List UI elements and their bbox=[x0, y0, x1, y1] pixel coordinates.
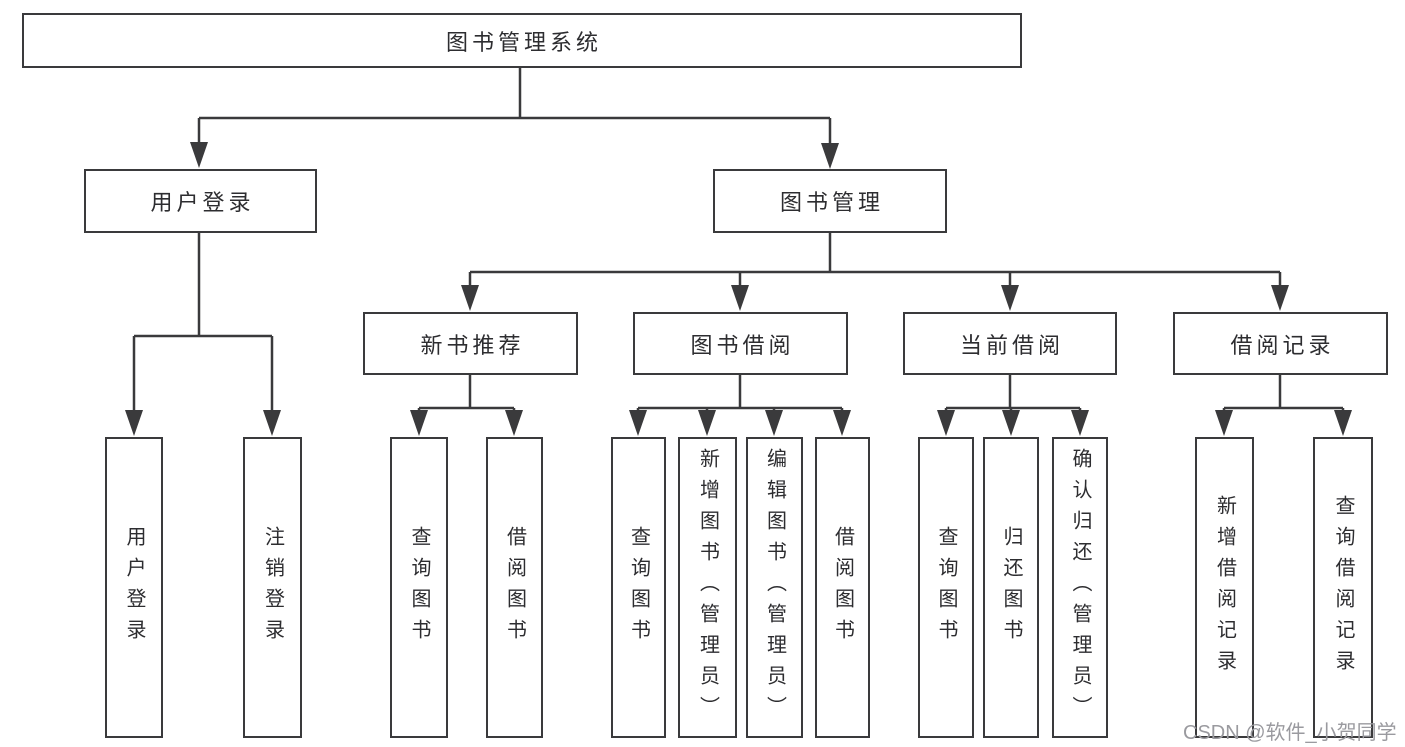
node-book-mgmt-label: 图书管理 bbox=[779, 190, 884, 215]
edge-bookborrow-to-leaves bbox=[636, 375, 844, 412]
node-book-borrow-label: 图书借阅 bbox=[690, 332, 795, 358]
node-user-login: 用户登录 bbox=[84, 169, 317, 233]
node-leaf-logout: 注销登录 bbox=[243, 437, 302, 738]
node-leaf-query-book-borrow: 查询图书 bbox=[611, 437, 666, 738]
edge-newbookrec-to-leaves bbox=[417, 375, 516, 412]
node-label: 注销登录 bbox=[261, 525, 284, 650]
arrowhead-icon bbox=[1001, 285, 1019, 311]
node-current-borrow: 当前借阅 bbox=[903, 312, 1117, 375]
node-new-book-rec: 新书推荐 bbox=[363, 312, 578, 375]
node-label: 确认归还（管理员） bbox=[1069, 448, 1091, 727]
node-borrow-records-label: 借阅记录 bbox=[1230, 332, 1335, 358]
arrowhead-icon bbox=[461, 285, 479, 311]
node-current-borrow-label: 当前借阅 bbox=[959, 332, 1064, 358]
node-label: 借阅图书 bbox=[831, 525, 854, 650]
arrowhead-icon bbox=[1215, 410, 1233, 436]
arrowhead-icon bbox=[410, 410, 428, 436]
node-label: 编辑图书（管理员） bbox=[763, 448, 786, 727]
node-root: 图书管理系统 bbox=[22, 13, 1022, 68]
arrowhead-icon bbox=[190, 142, 208, 168]
node-leaf-query-borrow-record: 查询借阅记录 bbox=[1313, 437, 1373, 738]
arrowhead-icon bbox=[1271, 285, 1289, 311]
node-borrow-records: 借阅记录 bbox=[1173, 312, 1388, 375]
edge-borrowrecords-to-leaves bbox=[1222, 375, 1345, 412]
edge-currentborrow-to-leaves bbox=[944, 375, 1082, 412]
node-leaf-add-book-admin: 新增图书（管理员） bbox=[678, 437, 737, 738]
node-leaf-confirm-return-admin: 确认归还（管理员） bbox=[1052, 437, 1108, 738]
arrowhead-icon bbox=[1334, 410, 1352, 436]
node-label: 查询图书 bbox=[935, 525, 957, 650]
arrowhead-icon bbox=[125, 410, 143, 436]
arrowhead-icon bbox=[937, 410, 955, 436]
arrowhead-icon bbox=[1002, 410, 1020, 436]
edge-bookmgmt-to-level2 bbox=[468, 233, 1282, 287]
node-leaf-borrow-book-newrec: 借阅图书 bbox=[486, 437, 543, 738]
node-new-book-rec-label: 新书推荐 bbox=[420, 332, 525, 358]
node-leaf-add-borrow-record: 新增借阅记录 bbox=[1195, 437, 1254, 738]
node-leaf-query-book-newrec: 查询图书 bbox=[390, 437, 448, 738]
arrowhead-icon bbox=[833, 410, 851, 436]
node-label: 借阅图书 bbox=[503, 525, 526, 650]
edge-root-to-level1 bbox=[197, 68, 832, 144]
arrowhead-icon bbox=[629, 410, 647, 436]
arrowhead-icon bbox=[263, 410, 281, 436]
watermark: CSDN @软件_小贺同学 bbox=[1183, 722, 1397, 744]
arrowhead-icon bbox=[731, 285, 749, 311]
edge-userlogin-to-leaves bbox=[132, 233, 274, 412]
node-leaf-return-book: 归还图书 bbox=[983, 437, 1039, 738]
node-book-borrow: 图书借阅 bbox=[633, 312, 848, 375]
node-leaf-edit-book-admin: 编辑图书（管理员） bbox=[746, 437, 803, 738]
node-label: 归还图书 bbox=[1000, 525, 1022, 650]
node-label: 新增借阅记录 bbox=[1213, 494, 1236, 681]
node-book-mgmt: 图书管理 bbox=[713, 169, 947, 233]
node-label: 新增图书（管理员） bbox=[696, 448, 719, 727]
node-label: 查询图书 bbox=[627, 525, 650, 650]
arrowhead-icon bbox=[765, 410, 783, 436]
node-leaf-borrow-book-borrow: 借阅图书 bbox=[815, 437, 870, 738]
arrowhead-icon bbox=[1071, 410, 1089, 436]
arrowhead-icon bbox=[505, 410, 523, 436]
arrowhead-icon bbox=[698, 410, 716, 436]
node-label: 用户登录 bbox=[123, 525, 145, 650]
node-label: 查询图书 bbox=[408, 525, 430, 650]
arrowhead-icon bbox=[821, 143, 839, 169]
arrowheads bbox=[125, 142, 1352, 436]
node-root-label: 图书管理系统 bbox=[445, 29, 602, 55]
node-user-login-label: 用户登录 bbox=[150, 190, 255, 215]
node-leaf-query-book-current: 查询图书 bbox=[918, 437, 974, 738]
node-label: 查询借阅记录 bbox=[1332, 494, 1354, 681]
node-leaf-user-login: 用户登录 bbox=[105, 437, 163, 738]
